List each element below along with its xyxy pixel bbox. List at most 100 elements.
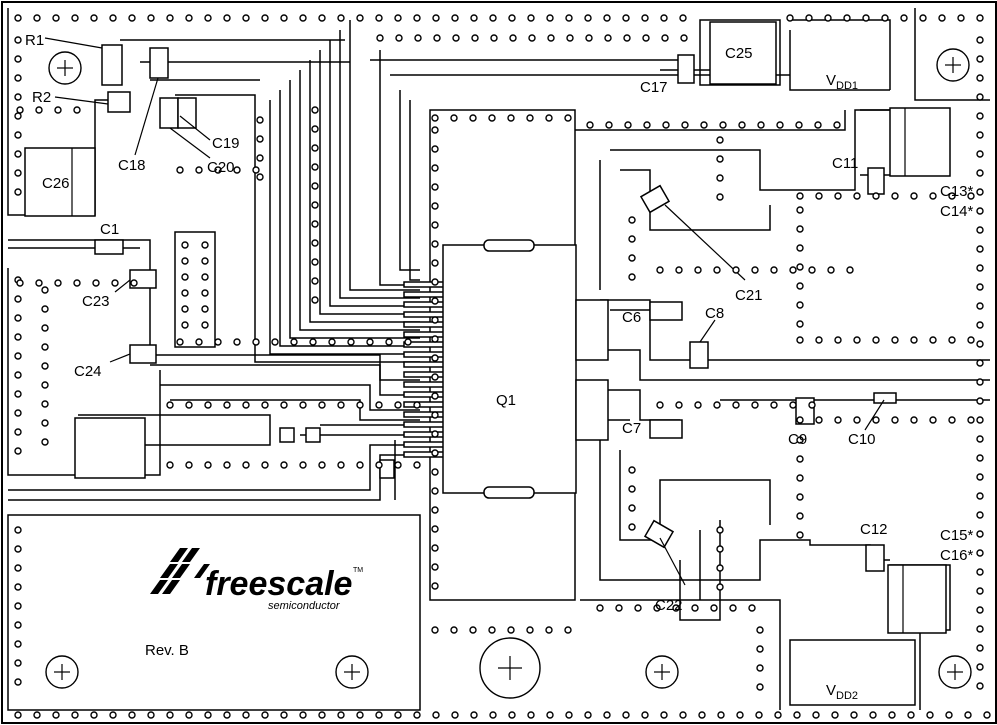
via — [628, 485, 636, 493]
via — [834, 192, 842, 200]
via — [680, 34, 688, 42]
label-vdd2: VDD2 — [826, 682, 858, 702]
logo-trademark: TM — [353, 567, 363, 574]
via — [789, 401, 797, 409]
via — [318, 14, 326, 22]
via — [976, 359, 984, 367]
via — [967, 192, 975, 200]
via — [796, 301, 804, 309]
via — [672, 604, 680, 612]
via — [413, 401, 421, 409]
via — [812, 711, 820, 719]
via — [14, 621, 22, 629]
via — [256, 135, 264, 143]
via — [14, 711, 22, 719]
via — [796, 416, 804, 424]
via — [628, 216, 636, 224]
via — [471, 34, 479, 42]
c12-body — [865, 544, 885, 572]
label-c13: C13* — [940, 183, 974, 200]
via — [796, 474, 804, 482]
via — [748, 604, 756, 612]
via — [976, 283, 984, 291]
via — [395, 34, 403, 42]
via — [54, 106, 62, 114]
via — [181, 241, 189, 249]
via — [642, 34, 650, 42]
mounting-hole-icon — [936, 48, 970, 82]
input-traces — [8, 239, 420, 501]
via — [256, 173, 264, 181]
via — [299, 401, 307, 409]
via — [796, 225, 804, 233]
via — [261, 711, 269, 719]
via — [929, 336, 937, 344]
via — [147, 711, 155, 719]
via — [900, 14, 908, 22]
via — [732, 401, 740, 409]
label-c19: C19 — [212, 135, 240, 152]
via — [201, 257, 209, 265]
via — [815, 336, 823, 344]
via — [14, 447, 22, 455]
via — [976, 663, 984, 671]
label-r2: R2 — [32, 89, 51, 106]
via — [451, 14, 459, 22]
via — [679, 14, 687, 22]
via — [526, 626, 534, 634]
via — [850, 711, 858, 719]
r1-body — [101, 44, 123, 86]
via — [628, 235, 636, 243]
via — [14, 659, 22, 667]
via — [450, 114, 458, 122]
via — [14, 74, 22, 82]
via — [976, 606, 984, 614]
label-c22: C22 — [655, 597, 683, 614]
via — [394, 461, 402, 469]
via — [716, 564, 724, 572]
via — [628, 254, 636, 262]
c20-body — [177, 97, 197, 129]
via — [35, 106, 43, 114]
via — [413, 461, 421, 469]
c15-c16-body — [887, 564, 947, 634]
via — [41, 381, 49, 389]
via — [261, 461, 269, 469]
via — [470, 711, 478, 719]
label-c6: C6 — [622, 309, 641, 326]
via — [834, 416, 842, 424]
via — [527, 14, 535, 22]
via — [14, 333, 22, 341]
via — [770, 401, 778, 409]
via — [976, 530, 984, 538]
via — [508, 14, 516, 22]
via — [929, 416, 937, 424]
via — [713, 401, 721, 409]
via — [431, 297, 439, 305]
c1-body — [94, 239, 124, 255]
via — [976, 302, 984, 310]
via — [976, 169, 984, 177]
via — [910, 336, 918, 344]
via — [14, 14, 22, 22]
via — [700, 121, 708, 129]
via — [35, 279, 43, 287]
via — [166, 461, 174, 469]
via — [311, 201, 319, 209]
via — [311, 182, 319, 190]
via — [691, 604, 699, 612]
via — [603, 14, 611, 22]
via — [509, 34, 517, 42]
via — [433, 34, 441, 42]
via — [891, 336, 899, 344]
via — [976, 321, 984, 329]
via — [92, 279, 100, 287]
via — [770, 266, 778, 274]
via — [643, 121, 651, 129]
q1-label: Q1 — [496, 392, 516, 409]
via — [328, 338, 336, 346]
via — [41, 438, 49, 446]
via — [431, 114, 439, 122]
via — [948, 336, 956, 344]
via — [311, 296, 319, 304]
